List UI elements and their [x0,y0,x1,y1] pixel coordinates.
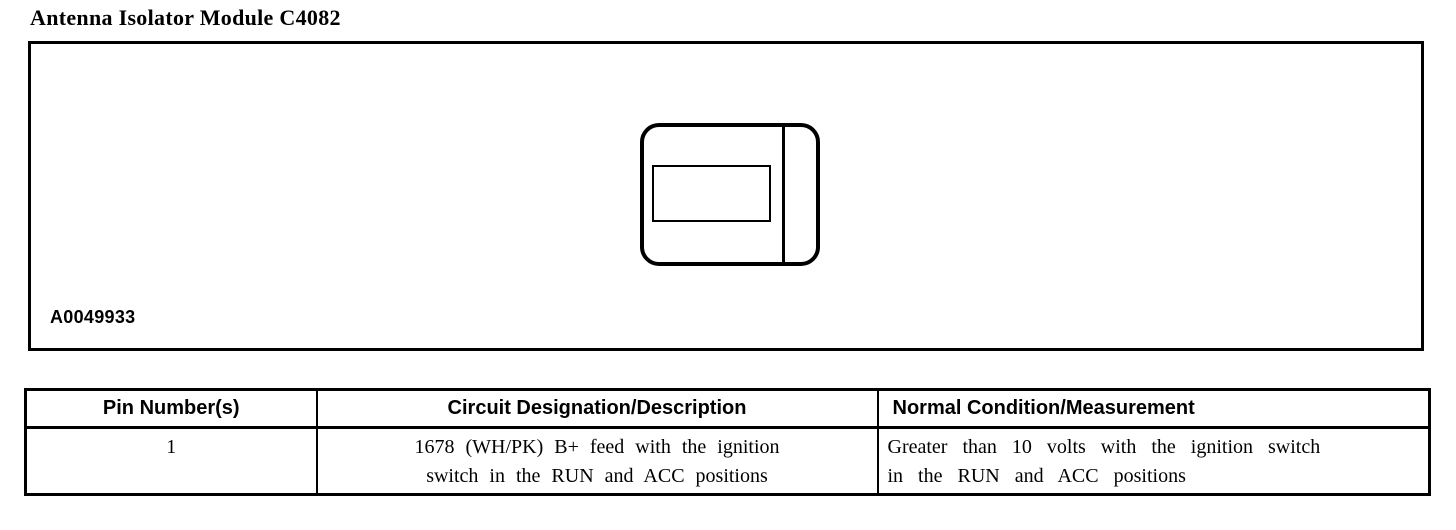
header-pin-numbers: Pin Number(s) [24,388,318,429]
pin-connector-table: Pin Number(s) Circuit Designation/Descri… [24,388,1431,496]
circuit-description-line-2: switch in the RUN and ACC positions [426,465,768,487]
normal-condition-line-2: in the RUN and ACC positions [887,465,1186,487]
module-connector-divider-line [782,127,785,262]
module-label-window [652,165,771,222]
figure-reference-number: A0049933 [50,307,136,327]
header-circuit-designation: Circuit Designation/Description [315,388,879,429]
table-row: 1 1678 (WH/PK) B+ feed with the ignition… [24,426,1431,496]
table-header-row: Pin Number(s) Circuit Designation/Descri… [24,388,1431,429]
antenna-isolator-module-drawing [640,123,820,266]
circuit-description-line-1: 1678 (WH/PK) B+ feed with the ignition [414,436,780,458]
cell-pin-number: 1 [24,426,318,496]
cell-normal-condition: Greater than 10 volts with the ignition … [876,426,1431,496]
page-title: Antenna Isolator Module C4082 [30,5,341,30]
connector-figure-frame: A0049933 [28,41,1424,351]
cell-circuit-description: 1678 (WH/PK) B+ feed with the ignition s… [315,426,879,496]
header-normal-condition: Normal Condition/Measurement [876,388,1431,429]
normal-condition-line-1: Greater than 10 volts with the ignition … [887,436,1321,458]
